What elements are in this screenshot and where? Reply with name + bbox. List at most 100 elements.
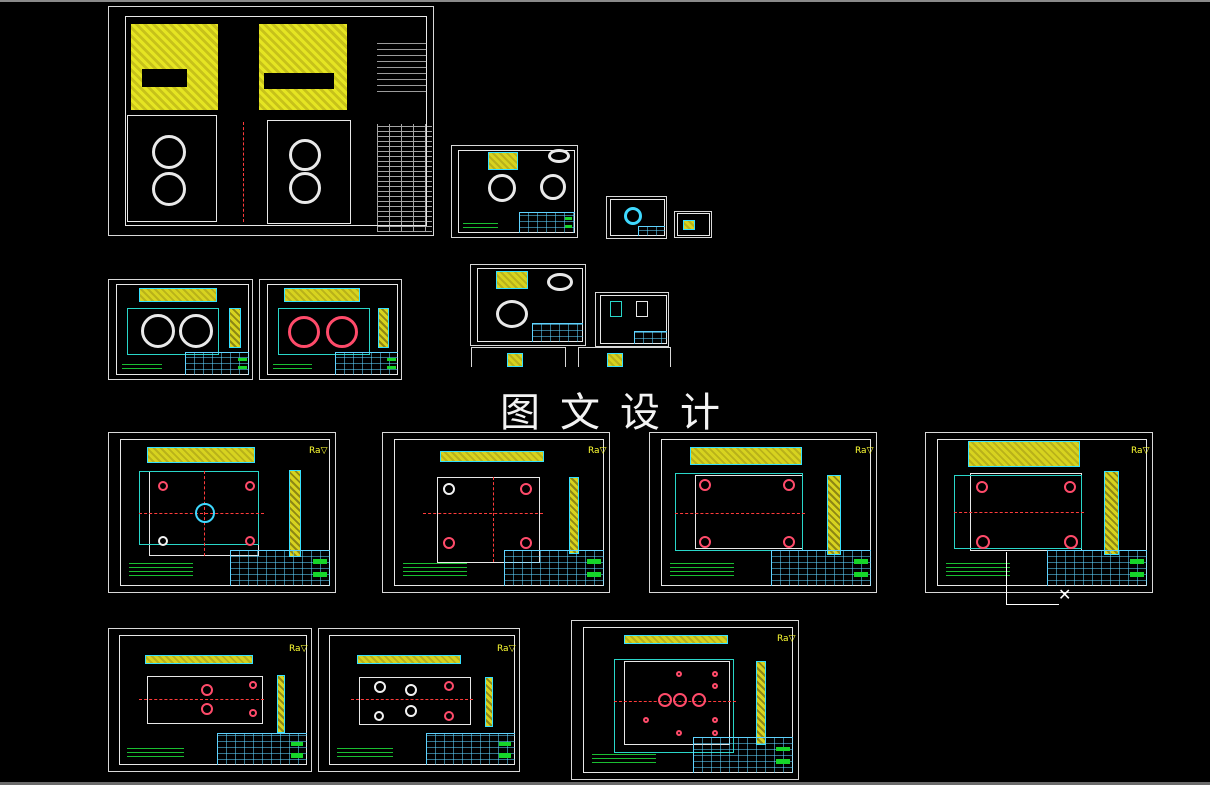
section-strip — [690, 447, 802, 465]
section-strip — [284, 288, 360, 302]
insert-drawing-sheet[interactable] — [595, 292, 669, 347]
core-ring — [326, 316, 358, 348]
title-block — [633, 331, 667, 344]
roughness-symbol: Ra▽ — [289, 644, 308, 654]
title-block — [771, 549, 872, 586]
insert-drawing-sheet-partial[interactable] — [471, 347, 566, 367]
guide-hole — [158, 536, 168, 546]
sheet-border — [661, 439, 872, 586]
sheet-border — [609, 198, 665, 237]
roughness-symbol: Ra▽ — [777, 634, 796, 644]
title-block — [335, 352, 399, 376]
insert-drawing-sheet[interactable] — [470, 264, 586, 346]
guide-hole — [201, 684, 213, 696]
side-section — [277, 675, 285, 733]
plate-outer — [614, 659, 734, 753]
guide-hole — [1064, 535, 1078, 549]
insert-view — [636, 301, 648, 317]
title-block — [185, 352, 250, 376]
insert-drawing-sheet-partial[interactable] — [578, 347, 671, 367]
plate-drawing-sheet[interactable]: Ra▽ — [571, 620, 799, 780]
section-strip — [440, 451, 544, 462]
drawing-notes — [946, 563, 1010, 577]
sheet-border — [937, 439, 1148, 586]
centerline-h — [139, 699, 264, 700]
plate-drawing-sheet[interactable]: Ra▽ — [108, 628, 312, 772]
drawing-notes — [121, 361, 162, 370]
plate-drawing-sheet[interactable]: Ra▽ — [382, 432, 610, 593]
centerline-h — [954, 512, 1084, 513]
side-section — [756, 661, 766, 745]
guide-hole — [444, 711, 454, 721]
part-drawing-sheet[interactable] — [451, 145, 578, 238]
guide-hole — [1064, 481, 1076, 493]
cad-model-space[interactable]: 图文设计 Ra▽ Ra▽ — [0, 2, 1210, 782]
section-strip — [147, 447, 255, 463]
part-ring-view — [488, 174, 516, 202]
guide-hole — [444, 681, 454, 691]
ejector-hole — [676, 730, 682, 736]
plate-outline — [624, 661, 730, 745]
guide-hole — [783, 536, 795, 548]
insert-section — [507, 353, 523, 367]
cavity-ring — [289, 172, 321, 204]
drawing-notes — [670, 563, 734, 577]
guide-hole — [976, 535, 990, 549]
cavity-plate-sheet[interactable] — [108, 279, 253, 380]
guide-hole — [673, 693, 687, 707]
technical-notes — [377, 42, 427, 92]
plate-drawing-sheet[interactable]: Ra▽ — [925, 432, 1153, 593]
plate-drawing-sheet[interactable]: Ra▽ — [318, 628, 520, 772]
insert-isometric — [547, 273, 573, 291]
assembly-plan-view-right — [267, 120, 351, 224]
ejector-hole — [712, 730, 718, 736]
guide-hole — [245, 481, 255, 491]
window-top-edge — [0, 0, 1210, 2]
core-plan — [278, 308, 370, 355]
guide-hole — [245, 536, 255, 546]
core-plate-sheet[interactable] — [259, 279, 402, 380]
plate-drawing-sheet[interactable]: Ra▽ — [108, 432, 336, 593]
plate-drawing-sheet[interactable]: Ra▽ — [649, 432, 877, 593]
insert-section — [607, 353, 623, 367]
side-section — [569, 477, 579, 554]
roughness-symbol: Ra▽ — [1131, 446, 1150, 456]
insert-section — [496, 271, 528, 289]
part-ring-view — [540, 174, 566, 200]
sheet-border — [583, 627, 794, 773]
sheet-border — [116, 283, 250, 376]
assembly-drawing-sheet[interactable] — [108, 6, 434, 236]
cursor-crosshair-box — [1006, 552, 1059, 605]
centerline-h — [423, 513, 543, 514]
title-block — [518, 212, 575, 234]
part-drawing-sheet-tiny[interactable] — [674, 211, 712, 238]
status-bar-edge — [0, 782, 1210, 799]
drawing-notes — [463, 220, 499, 228]
guide-hole — [658, 693, 672, 707]
sheet-border — [599, 295, 667, 344]
plate-outer — [139, 471, 259, 545]
sheet-border — [120, 439, 331, 586]
section-strip — [968, 441, 1080, 467]
guide-hole — [692, 693, 706, 707]
cavity-ring — [289, 139, 321, 171]
title-block — [693, 736, 794, 773]
title-block — [426, 733, 515, 766]
guide-hole — [158, 481, 168, 491]
core-ring — [288, 316, 320, 348]
section-strip — [145, 655, 253, 664]
sheet-border — [267, 283, 399, 376]
ejector-hole — [712, 683, 718, 689]
sheet-border — [125, 16, 427, 226]
part-drawing-sheet-small[interactable] — [606, 196, 667, 239]
cavity-ring — [179, 314, 213, 348]
sheet-border — [476, 268, 583, 342]
ejector-hole — [712, 717, 718, 723]
cavity-ring — [152, 172, 186, 206]
drawing-notes — [127, 745, 184, 757]
cavity-ring — [141, 314, 175, 348]
ejector-hole — [712, 671, 718, 677]
sheet-border — [119, 634, 307, 766]
guide-hole — [249, 709, 257, 717]
side-section — [1104, 471, 1119, 555]
